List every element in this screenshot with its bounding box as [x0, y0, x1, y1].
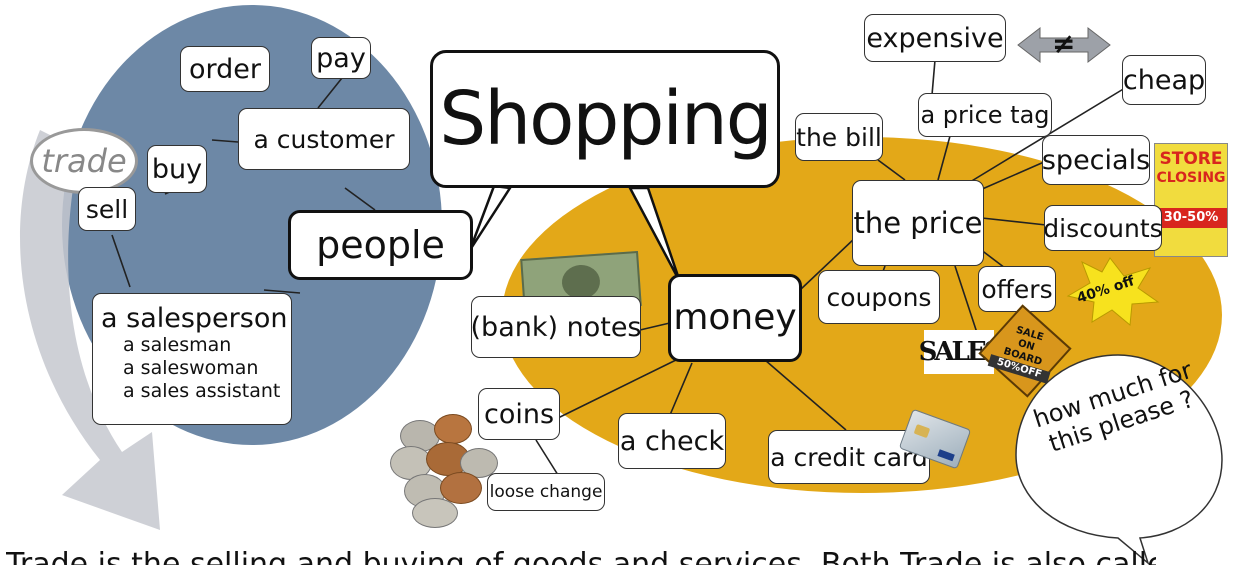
word-pay: pay [311, 37, 371, 79]
bill-text: the bill [796, 122, 882, 152]
title-tail-money [627, 186, 682, 283]
trade-text: trade [41, 142, 127, 180]
word-customer: a customer [238, 108, 410, 170]
saleswoman-text: a saleswoman [123, 357, 259, 379]
word-buy: buy [147, 145, 207, 193]
not-equal-sign: ≠ [1052, 27, 1076, 60]
price-tag-text: a price tag [920, 101, 1050, 129]
connector-price-discounts [981, 217, 1047, 226]
connector-price-tag [937, 135, 951, 181]
word-discounts: discounts [1043, 205, 1163, 251]
title-tail-people [468, 184, 513, 251]
store-closing-line2: CLOSING [1156, 170, 1226, 186]
connector-price-bill [877, 159, 906, 181]
loose-change-text: loose change [489, 481, 603, 502]
connector-customer-people [344, 187, 376, 211]
word-order: order [180, 46, 270, 92]
customer-text: a customer [253, 124, 395, 154]
salesperson-text: a salesperson [101, 303, 288, 334]
connector-people-salesperson [263, 289, 301, 294]
hub-people: people [288, 210, 473, 280]
sales-assistant-text: a sales assistant [123, 380, 281, 402]
forty-off-star [1066, 257, 1160, 326]
connector-coins-money [557, 359, 677, 419]
title-shopping: Shopping [430, 50, 780, 188]
word-loose-change: loose change [487, 473, 605, 511]
not-equal-arrow [1017, 26, 1111, 64]
word-cheap: cheap [1122, 55, 1206, 105]
word-offers: offers [978, 266, 1056, 312]
speech-bubble-shape [1015, 354, 1223, 565]
word-expensive: expensive [864, 14, 1006, 62]
pay-text: pay [316, 42, 366, 74]
specials-text: specials [1041, 144, 1151, 176]
coins-text: coins [483, 398, 555, 430]
connector-buy-customer [211, 139, 239, 143]
word-check: a check [618, 413, 726, 469]
price-text: the price [853, 205, 983, 240]
connector-money-price [799, 237, 856, 291]
coin-pile-icon [390, 410, 500, 528]
connector-card-money [764, 359, 847, 431]
people-text: people [316, 223, 445, 267]
salesman-text: a salesman [123, 334, 232, 356]
store-closing-line3: 30-50% [1155, 208, 1227, 228]
trade-label: trade [30, 128, 138, 194]
word-specials: specials [1042, 135, 1150, 185]
order-text: order [189, 53, 261, 85]
connector-tag-expensive [931, 59, 936, 96]
hub-price: the price [852, 180, 984, 266]
word-sell: sell [78, 187, 136, 231]
store-closing-line1: STORE [1159, 149, 1223, 169]
coupons-text: coupons [826, 282, 932, 312]
connector-coins-change [535, 439, 559, 476]
word-coins: coins [478, 388, 560, 440]
money-text: money [673, 297, 797, 338]
word-coupons: coupons [818, 270, 940, 324]
word-bill: the bill [795, 113, 883, 161]
check-text: a check [619, 425, 725, 457]
cheap-text: cheap [1122, 64, 1206, 96]
buy-text: buy [151, 153, 203, 185]
trade-arrow [20, 130, 160, 530]
title-text: Shopping [439, 76, 773, 162]
word-salesperson: a salesperson a salesman a saleswoman a … [92, 293, 292, 425]
connector-pay-customer [317, 77, 343, 109]
word-bank-notes: (bank) notes [470, 296, 642, 358]
hub-money: money [668, 274, 802, 362]
connector-sell-salesperson [111, 234, 131, 288]
caption-text: Trade is the selling and buying of goods… [6, 548, 1156, 565]
sell-text: sell [85, 194, 129, 224]
connector-check-money [669, 362, 693, 416]
connector-price-specials [979, 161, 1045, 191]
offers-text: offers [981, 274, 1053, 304]
discounts-text: discounts [1043, 213, 1163, 243]
store-closing-sign: STORE CLOSING 30-50% [1154, 143, 1228, 257]
expensive-text: expensive [866, 22, 1004, 54]
word-price-tag: a price tag [918, 93, 1052, 137]
bank-notes-text: (bank) notes [470, 311, 642, 343]
